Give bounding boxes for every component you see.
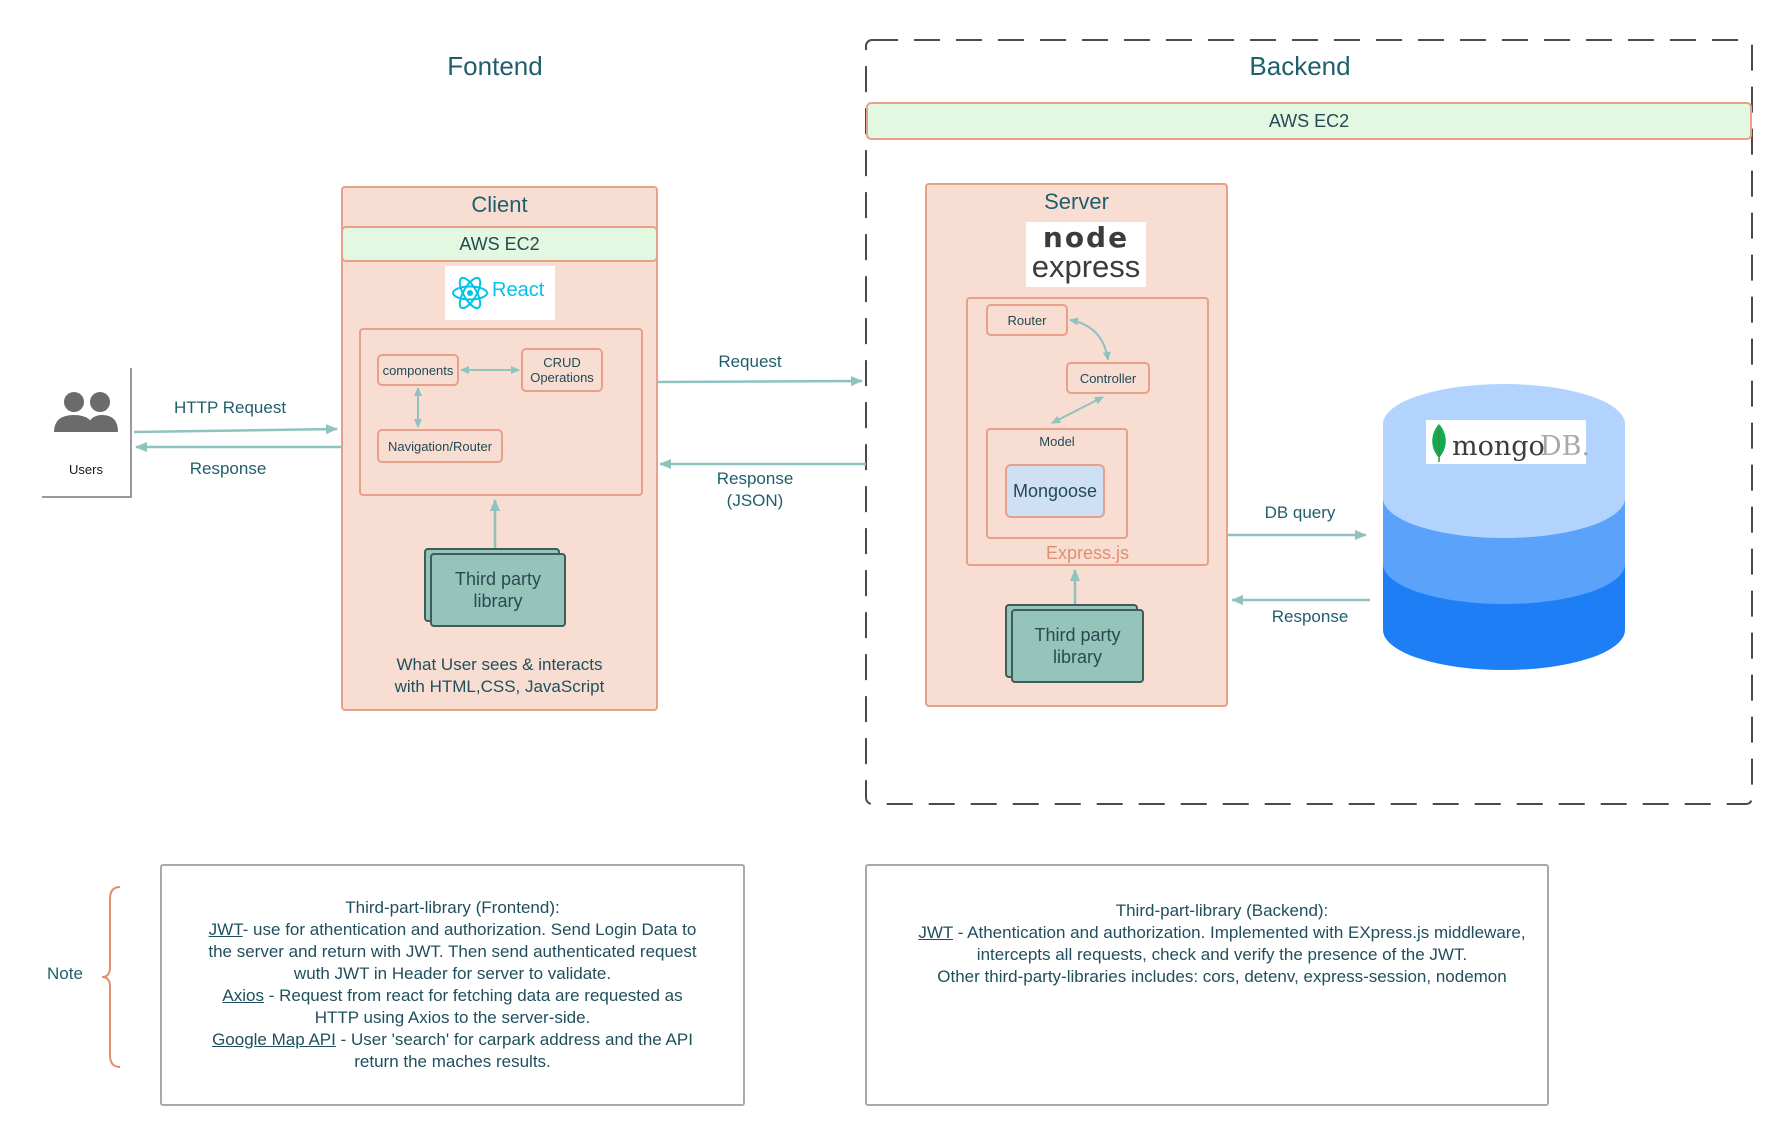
note-brace [101,886,121,1068]
node-express-logo: node express [1026,220,1146,287]
users-card: Users [42,368,132,498]
mongoose-node: Mongoose [1005,464,1105,518]
http-request-label: HTTP Request [173,398,287,417]
google-map-api-link[interactable]: Google Map API [212,1030,336,1049]
components-node: components [377,354,459,386]
frontend-notes-axios-line1: Axios - Request from react for fetching … [222,985,682,1007]
users-icon [54,392,118,432]
controller-model-arrow [1051,396,1104,424]
json-response-line1: Response [716,469,794,488]
mongodb-leaf-icon [1432,424,1446,462]
router-node: Router [986,304,1068,336]
server-third-party: Third party library [1011,609,1144,683]
request-label: Request [718,352,782,371]
jwt-frontend-desc: - use for athentication and authorizatio… [242,920,697,939]
frontend-notes-jwt-line1: JWT- use for athentication and authoriza… [209,919,697,941]
backend-notes-others: Other third-party-libraries includes: co… [937,967,1507,986]
frontend-title: Fontend [447,50,543,81]
backend-notes-jwt-line2: intercepts all requests, check and verif… [976,945,1468,964]
axios-link[interactable]: Axios [222,986,264,1005]
gmap-desc: - User 'search' for carpark address and … [335,1030,693,1049]
nav-router-node: Navigation/Router [377,429,503,463]
users-response-label: Response [189,459,267,478]
users-label: Users [69,461,103,477]
expressjs-label: Express.js [1045,542,1130,563]
note-label: Note [47,964,83,983]
crud-node: CRUD Operations [521,348,603,392]
client-caption: What User sees & interacts with HTML,CSS… [341,652,658,700]
frontend-notes-axios-line2: HTTP using Axios to the server-side. [314,1008,591,1027]
client-caption-line1: What User sees & interacts [396,655,603,674]
react-logo: React [445,266,555,320]
react-icon [452,276,488,310]
client-caption-line2: with HTML,CSS, JavaScript [394,677,605,696]
json-response-label: Response (JSON) [690,468,820,512]
react-logo-text: React [492,279,545,301]
express-inner-area [966,297,1209,566]
db-query-label: DB query [1264,503,1336,522]
controller-node: Controller [1066,362,1150,394]
backend-title: Backend [1249,50,1351,81]
model-box [986,428,1128,539]
jwt-backend-link[interactable]: JWT [918,923,953,942]
db-response-label: Response [1271,607,1349,626]
mongodb-logo-db: DB. [1540,431,1591,462]
frontend-notes-box: Third-part-library (Frontend): JWT- use … [160,864,745,1106]
model-label: Model [1039,433,1075,449]
mongodb-logo: mongo DB. [1426,420,1590,464]
backend-notes-box: Third-part-library (Backend): JWT - Athe… [865,864,1549,1106]
jwt-frontend-link[interactable]: JWT [208,920,243,939]
backend-notes-jwt-line1: JWT - Athentication and authorization. I… [918,922,1525,944]
express-logo-text: express [1031,249,1141,284]
request-arrow [657,376,863,387]
jwt-backend-desc: - Athentication and authorization. Imple… [952,923,1526,942]
client-third-party: Third party library [430,553,566,627]
client-inner-area [359,328,643,496]
json-response-line2: (JSON) [726,491,784,510]
backend-ec2-banner: AWS EC2 [866,102,1752,140]
frontend-notes-gmap-line2: return the maches results. [354,1052,551,1071]
backend-notes-heading: Third-part-library (Backend): [1115,901,1329,920]
mongodb-logo-mongo: mongo [1452,431,1545,462]
frontend-notes-jwt-line3: wuth JWT in Header for server to validat… [293,964,612,983]
http-request-arrow [133,424,338,435]
client-ec2-banner: AWS EC2 [341,226,658,262]
axios-desc: - Request from react for fetching data a… [263,986,683,1005]
frontend-notes-heading: Third-part-library (Frontend): [345,898,560,917]
client-title: Client [471,192,528,217]
frontend-notes-jwt-line2: the server and return with JWT. Then sen… [208,942,697,961]
frontend-notes-gmap-line1: Google Map API - User 'search' for carpa… [212,1029,693,1051]
router-controller-arrow [1069,317,1111,361]
server-title: Server [1044,189,1109,214]
node-logo-text: node [1042,220,1130,254]
